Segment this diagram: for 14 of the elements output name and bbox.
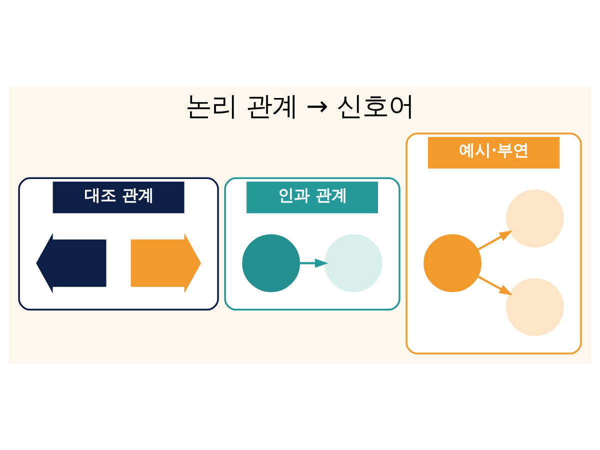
cluster: 인과 관계 xyxy=(224,176,400,310)
node-circle xyxy=(506,189,564,247)
node-arrow xyxy=(130,232,202,293)
arrow xyxy=(478,230,512,250)
cluster: 예시·부연 xyxy=(406,132,582,354)
node-circle xyxy=(424,234,482,292)
node-arrow xyxy=(36,232,106,293)
cluster: 대조 관계 xyxy=(18,176,219,310)
node-circle xyxy=(242,234,300,292)
arrow xyxy=(478,275,512,295)
arrow xyxy=(300,258,328,268)
node-circle xyxy=(506,278,564,336)
diagram-title: 논리 관계 → 신호어 xyxy=(185,92,415,122)
node-circle xyxy=(324,234,382,292)
